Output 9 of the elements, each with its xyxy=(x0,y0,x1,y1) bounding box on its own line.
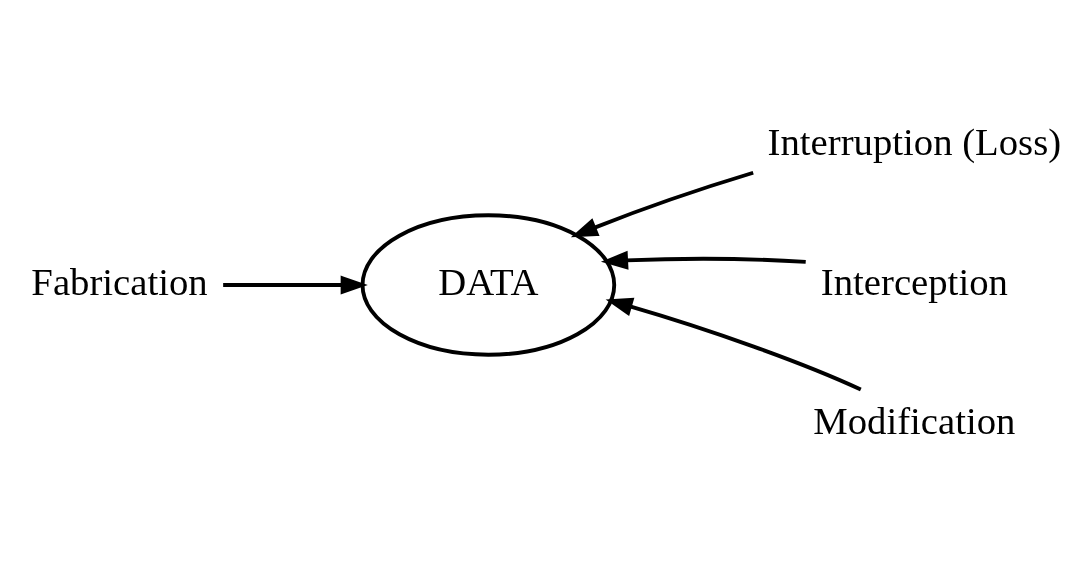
arrow xyxy=(605,297,862,392)
node-text: Interruption (Loss) xyxy=(767,120,1062,164)
arrow xyxy=(600,250,806,270)
arrow xyxy=(223,275,368,295)
node-text: Interception xyxy=(820,259,1008,303)
node-text: Fabrication xyxy=(31,259,208,303)
arrow xyxy=(570,170,754,238)
node-ellipse: DATA xyxy=(360,213,617,357)
node-text: Modification xyxy=(813,399,1016,443)
